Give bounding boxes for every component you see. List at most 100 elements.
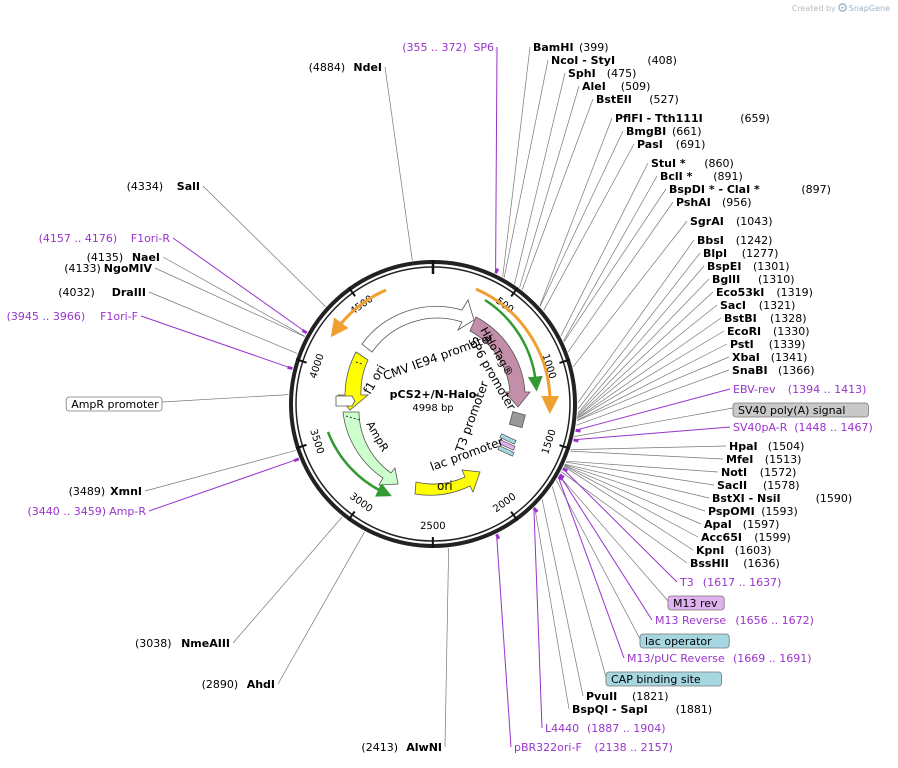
label-bmgbi-name: BmgBI [626, 125, 666, 138]
label-ahdi[interactable]: AhdI(2890) [202, 678, 275, 691]
label-snabi[interactable]: SnaBI(1366) [732, 364, 815, 377]
label-t3[interactable]: T3(1617 .. 1637) [679, 576, 781, 589]
label-pbr322ori-f[interactable]: pBR322ori-F(2138 .. 2157) [514, 741, 673, 754]
label-blpi[interactable]: BlpI(1277) [703, 247, 778, 260]
ori-arrow[interactable] [414, 469, 481, 496]
label-f1ori-r[interactable]: F1ori-R(4157 .. 4176) [39, 232, 171, 245]
label-pshai[interactable]: PshAI(956) [676, 196, 752, 209]
label-pasi-leader [543, 143, 635, 311]
label-sv40pa-r[interactable]: SV40pA-R(1448 .. 1467) [733, 421, 873, 434]
label-bstbi-leader [577, 317, 722, 419]
label-ndei-name: NdeI [353, 61, 382, 74]
label-pvuii[interactable]: PvuII(1821) [586, 690, 669, 703]
label-hpai[interactable]: HpaI(1504) [729, 440, 804, 453]
label-m13-reverse[interactable]: M13 Reverse(1656 .. 1672) [655, 614, 814, 627]
label-ndei[interactable]: NdeI(4884) [309, 61, 382, 74]
label-pspomi-leader [564, 464, 706, 512]
label-sali[interactable]: SalI(4334) [127, 180, 200, 193]
label-ncoi-styi[interactable]: NcoI - StyI(408) [551, 54, 677, 67]
label-stui-pos: (860) [704, 157, 734, 170]
label-acc65i[interactable]: Acc65I(1599) [701, 531, 791, 544]
label-bglii[interactable]: BglII(1310) [712, 273, 795, 286]
label-pasi[interactable]: PasI(691) [637, 138, 705, 151]
label-ebv-rev[interactable]: EBV-rev(1394 .. 1413) [733, 383, 866, 396]
label-bmgbi[interactable]: BmgBI (661) [626, 125, 702, 138]
label-bstbi[interactable]: BstBI(1328) [724, 312, 807, 325]
halotag-feature-arrow[interactable] [469, 316, 531, 408]
label-alwni[interactable]: AlwNI(2413) [361, 741, 442, 754]
label-noti[interactable]: NotI(1572) [721, 466, 796, 479]
label-l4440-leader [533, 508, 543, 729]
sv40-polya-box[interactable] [508, 411, 526, 429]
f1-ori-arrow[interactable] [337, 351, 370, 411]
label-bsteii[interactable]: BstEII(527) [596, 93, 679, 106]
label-ngomiv[interactable]: NgoMIV(4133) [64, 262, 152, 275]
label-alwni-name: AlwNI [406, 741, 442, 754]
label-bspei[interactable]: BspEI(1301) [707, 260, 790, 273]
label-amp-r-site-mark [293, 457, 300, 463]
label-ori: ori [437, 479, 453, 493]
label-cap-binding-site[interactable]: CAP binding site [605, 671, 722, 687]
halotag-green-arc [484, 298, 543, 392]
label-amp-r-name: Amp-R [109, 505, 146, 518]
label-sphi[interactable]: SphI(475) [568, 67, 636, 80]
label-l4440[interactable]: L4440(1887 .. 1904) [545, 722, 666, 735]
ampr-promoter-arrow[interactable] [335, 395, 356, 407]
label-stui[interactable]: StuI *(860) [651, 157, 734, 170]
label-naei[interactable]: NaeI(4135) [87, 251, 160, 264]
label-nmeaiii[interactable]: NmeAIII(3038) [135, 637, 230, 650]
label-bamhi[interactable]: BamHI(399) [533, 41, 609, 54]
label-bbsi[interactable]: BbsI(1242) [697, 234, 772, 247]
label-alei[interactable]: AleI(509) [582, 80, 650, 93]
label-bspqi-sapi[interactable]: BspQI - SapI(1881) [572, 703, 712, 716]
label-sp6[interactable]: SP6(355 .. 372) [402, 41, 494, 54]
label-bsshii[interactable]: BssHII(1636) [690, 557, 780, 570]
label-mfei[interactable]: MfeI(1513) [726, 453, 801, 466]
label-draiii[interactable]: DraIII(4032) [58, 286, 146, 299]
label-lac-operator[interactable]: lac operator [639, 633, 730, 649]
label-sgrai-leader [572, 220, 688, 367]
label-m13-puc-reverse[interactable]: M13/pUC Reverse(1669 .. 1691) [627, 652, 812, 665]
label-m13-rev[interactable]: M13 rev [667, 595, 725, 611]
label-f1ori-f[interactable]: F1ori-F(3945 .. 3966) [7, 310, 138, 323]
label-bspdi-clai[interactable]: BspDI * - ClaI *(897) [669, 183, 831, 196]
label-xmni-leader [144, 450, 296, 492]
label-apai[interactable]: ApaI(1597) [704, 518, 779, 531]
label-saci-pos: (1321) [759, 299, 796, 312]
label-alei-name: AleI [582, 80, 606, 93]
label-sgrai[interactable]: SgrAI(1043) [690, 215, 773, 228]
label-sali-leader [202, 185, 326, 307]
label-sacii[interactable]: SacII(1578) [717, 479, 800, 492]
label-bcli[interactable]: BclI *(891) [660, 170, 743, 183]
cmv-promoter-arrow[interactable] [361, 299, 475, 353]
label-ampr-promoter[interactable]: AmpR promoter [65, 396, 163, 412]
label-psti[interactable]: PstI(1339) [730, 338, 805, 351]
label-bsshii-leader [561, 471, 688, 564]
label-sv40-poly-a-signal[interactable]: SV40 poly(A) signal [732, 402, 869, 418]
label-f1ori-r-pos: (4157 .. 4176) [39, 232, 118, 245]
label-t3-pos: (1617 .. 1637) [703, 576, 782, 589]
label-kpni[interactable]: KpnI(1603) [696, 544, 771, 557]
label-pshai-pos: (956) [722, 196, 752, 209]
position-tick [559, 444, 571, 450]
label-sphi-pos: (475) [607, 67, 637, 80]
label-xmni[interactable]: XmnI(3489) [69, 485, 142, 498]
label-bstxi-nsii[interactable]: BstXI - NsiI(1590) [712, 492, 852, 505]
tick-label: 1500 [540, 428, 558, 456]
label-pflfi-tth111i[interactable]: PflFI - Tth111I(659) [615, 112, 770, 125]
label-saci[interactable]: SacI(1321) [720, 299, 795, 312]
label-amp-r[interactable]: Amp-R(3440 .. 3459) [27, 505, 146, 518]
label-bamhi-pos: (399) [579, 41, 609, 54]
tick-label: 3000 [347, 491, 374, 515]
label-bmgbi-pos: (661) [672, 125, 702, 138]
label-ecori[interactable]: EcoRI(1330) [727, 325, 810, 338]
label-pspomi[interactable]: PspOMI(1593) [708, 505, 798, 518]
label-m13-rev-leader [558, 475, 669, 602]
label-kpni-name: KpnI [696, 544, 724, 557]
label-eco53ki[interactable]: Eco53kI(1319) [716, 286, 813, 299]
ampr-arrow[interactable] [342, 411, 399, 486]
label-xbai-pos: (1341) [771, 351, 808, 364]
label-sv40-poly-a-signal-box [732, 402, 869, 418]
label-xbai[interactable]: XbaI(1341) [732, 351, 807, 364]
